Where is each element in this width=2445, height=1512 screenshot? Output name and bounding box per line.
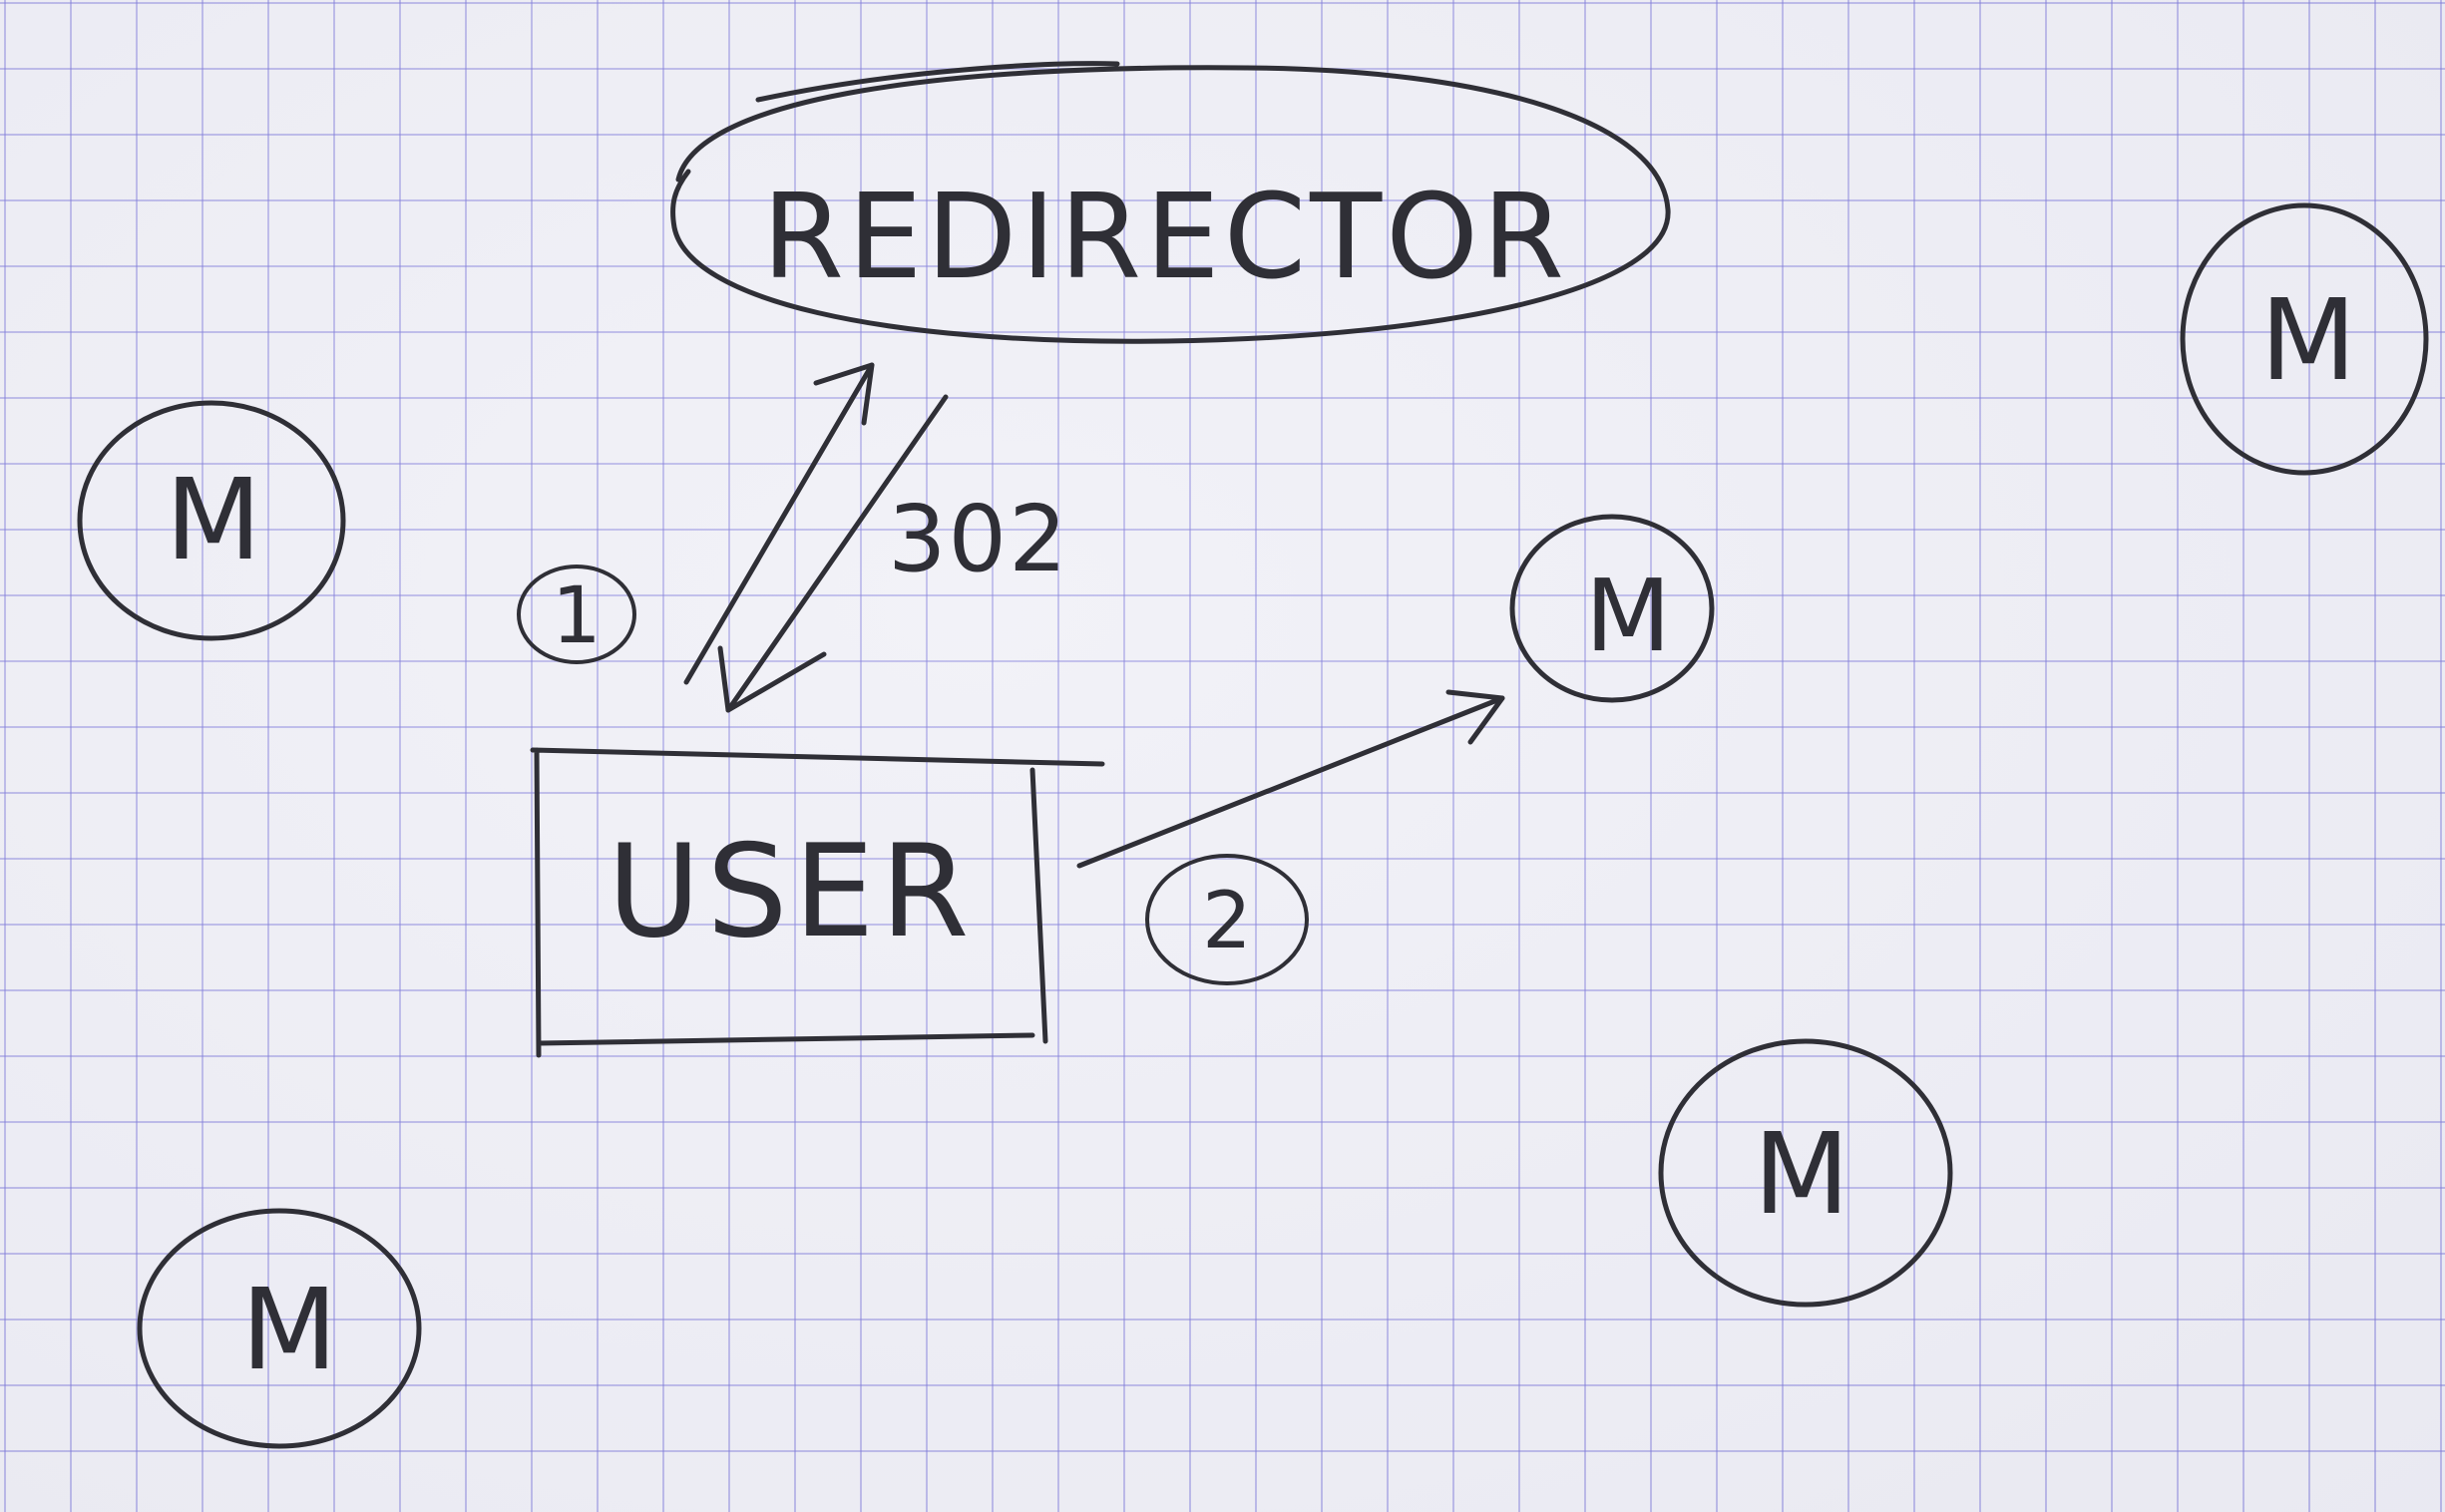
mirror-node-top-right: M bbox=[2180, 202, 2429, 476]
step-1-circle bbox=[517, 565, 636, 664]
redirect-arrow-shaft bbox=[725, 394, 949, 713]
request-arrow-head bbox=[813, 362, 875, 426]
redirect-status-label: 302 bbox=[888, 486, 1069, 592]
mirror-node-bottom-right: M bbox=[1658, 1038, 1953, 1308]
step-2-label: 2 bbox=[1202, 877, 1252, 966]
mirror-node-left: M bbox=[77, 400, 346, 641]
mirror-node-bottom-left: M bbox=[137, 1208, 422, 1449]
user-box bbox=[530, 747, 1105, 1058]
mirror-circle bbox=[1658, 1038, 1953, 1308]
mirror-circle bbox=[1509, 514, 1715, 703]
step-2-marker: 2 bbox=[1145, 854, 1309, 985]
mirror-request-arrow bbox=[1076, 689, 1505, 869]
mirror-label: M bbox=[1754, 1110, 1850, 1240]
redirector-label: REDIRECTOR bbox=[762, 168, 1568, 305]
request-arrow-shaft bbox=[683, 362, 875, 685]
mirror-circle bbox=[2180, 202, 2429, 476]
mirror-node-target: M bbox=[1509, 514, 1715, 703]
redirect-arrow: 302 bbox=[717, 394, 1069, 713]
mirror-request-arrow-head bbox=[1445, 689, 1505, 745]
step-1-marker: 1 bbox=[517, 565, 636, 664]
mirror-label: M bbox=[2260, 276, 2357, 406]
mirror-label: M bbox=[166, 456, 262, 585]
request-arrow bbox=[683, 362, 875, 685]
mirror-label: M bbox=[1585, 558, 1671, 674]
redirect-arrow-head bbox=[717, 645, 827, 713]
mirror-circle bbox=[77, 400, 346, 641]
step-2-circle bbox=[1145, 854, 1309, 985]
mirror-request-arrow-shaft bbox=[1076, 695, 1505, 869]
mirror-label: M bbox=[241, 1266, 338, 1395]
user-node: USER bbox=[530, 747, 1105, 1058]
user-label: USER bbox=[608, 818, 976, 966]
step-1-label: 1 bbox=[552, 571, 602, 661]
redirector-ellipse bbox=[670, 61, 1671, 344]
redirector-node: REDIRECTOR bbox=[670, 61, 1671, 344]
mirror-circle bbox=[137, 1208, 422, 1449]
